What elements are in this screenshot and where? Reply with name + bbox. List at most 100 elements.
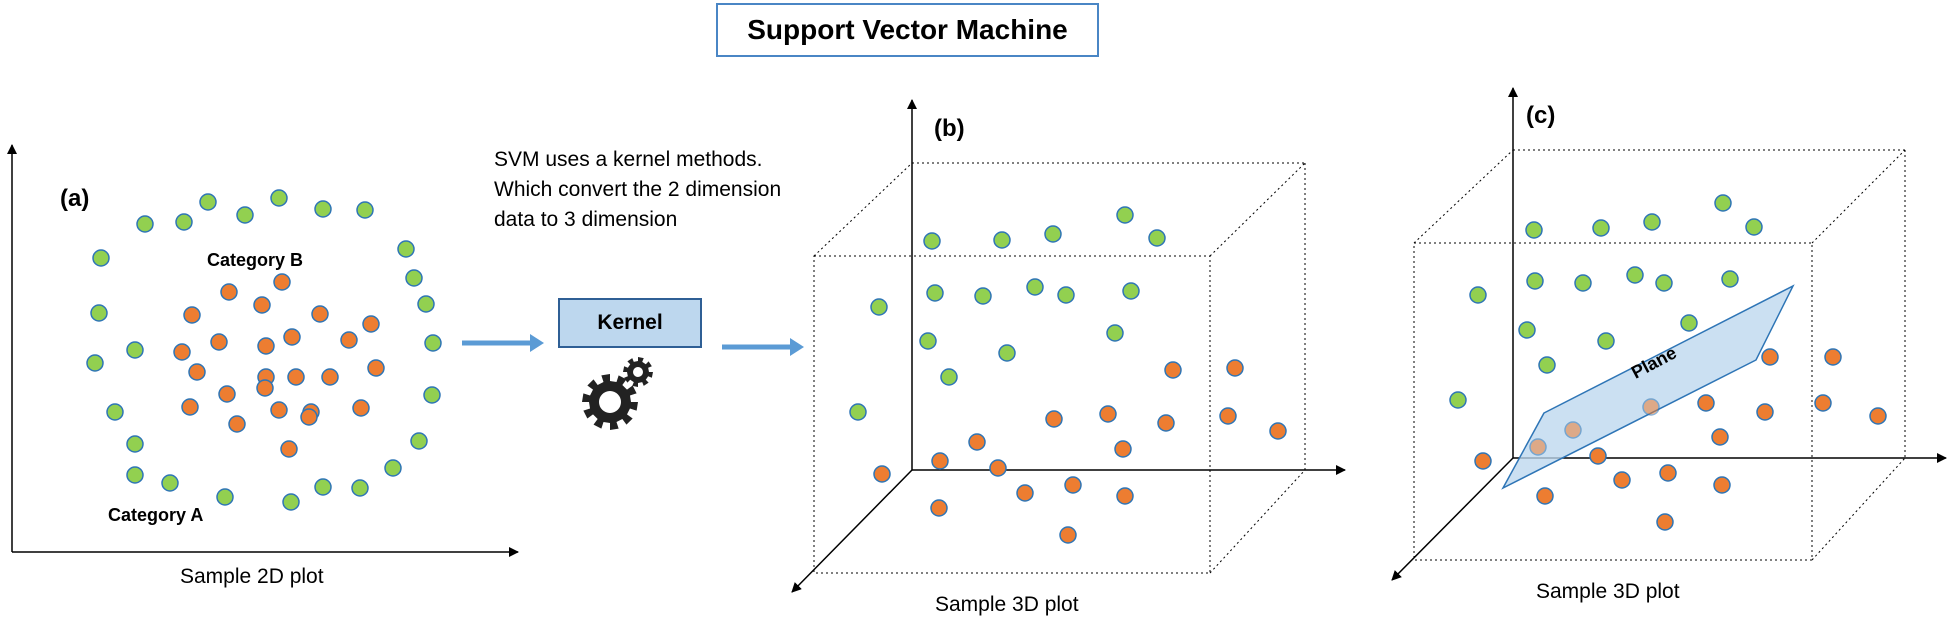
category-a-point [1721, 270, 1739, 288]
panel-c-top-left-edge [1413, 149, 1514, 244]
category-a-label: Category A [108, 505, 204, 525]
panel-b-label: (b) [934, 115, 965, 142]
category-b-point [218, 385, 236, 403]
panel-c-caption: Sample 3D plot [1536, 580, 1680, 603]
category-a-point [282, 493, 300, 511]
panel-b-top-left-edge [813, 162, 913, 257]
category-a-point [410, 432, 428, 450]
category-a-point [998, 344, 1016, 362]
category-b-point [1589, 447, 1607, 465]
category-a-point [1745, 218, 1763, 236]
category-b-point [1713, 476, 1731, 494]
category-a-point [216, 488, 234, 506]
category-a-point [1122, 282, 1140, 300]
category-a-point [417, 295, 435, 313]
category-a-point [1026, 278, 1044, 296]
panel-c-bottom-right-edge [1811, 457, 1906, 561]
category-b-point [321, 368, 339, 386]
category-a-point [106, 403, 124, 421]
gears-icon [582, 357, 653, 430]
category-b-point [1219, 407, 1237, 425]
diagram-title: Support Vector Machine [716, 3, 1099, 57]
arrow-right-icon-head [530, 334, 544, 352]
category-b-point [220, 283, 238, 301]
category-b-point [352, 399, 370, 417]
category-b-point [210, 333, 228, 351]
category-a-point [314, 478, 332, 496]
category-b-point [340, 331, 358, 349]
category-a-point [1106, 324, 1124, 342]
category-b-point [1114, 440, 1132, 458]
category-a-point [92, 249, 110, 267]
category-b-point-behind-plane [1642, 398, 1660, 416]
category-b-point [1116, 487, 1134, 505]
category-a-point [1592, 219, 1610, 237]
category-b-point [989, 459, 1007, 477]
category-b-point [1016, 484, 1034, 502]
category-b-point [1761, 348, 1779, 366]
category-b-point [930, 499, 948, 517]
arrow-right-icon-head [790, 338, 804, 356]
category-b-label: Category B [207, 250, 304, 270]
category-a-point [423, 386, 441, 404]
category-b-point [1869, 407, 1887, 425]
category-b-point [1659, 464, 1677, 482]
category-a-point [126, 466, 144, 484]
panel-a-caption: Sample 2D plot [180, 565, 324, 588]
category-a-point [870, 298, 888, 316]
category-a-point [849, 403, 867, 421]
panel-b-y-axis [791, 469, 913, 593]
category-b-point [1656, 513, 1674, 531]
category-a-point [1597, 332, 1615, 350]
panel-c-label: (c) [1526, 102, 1556, 129]
category-a-point [90, 304, 108, 322]
category-a-point [1449, 391, 1467, 409]
panel-b-top-right-edge [1209, 162, 1306, 257]
panel-c-y-axis [1391, 457, 1514, 581]
category-a-point [1469, 286, 1487, 304]
category-a-point [1714, 194, 1732, 212]
panel-b-bottom-right-edge [1209, 469, 1306, 574]
category-b-point [362, 315, 380, 333]
category-b-point [1711, 428, 1729, 446]
category-a-point [356, 201, 374, 219]
category-b-point [1157, 414, 1175, 432]
panel-a-label: (a) [60, 185, 90, 212]
category-a-point [1655, 274, 1673, 292]
category-a-point [1538, 356, 1556, 374]
gear-shape [623, 357, 653, 387]
category-a-point [384, 459, 402, 477]
category-b-point [300, 408, 318, 426]
category-b-point [968, 433, 986, 451]
category-a-point [1626, 266, 1644, 284]
category-a-point [940, 368, 958, 386]
category-b-point [931, 452, 949, 470]
category-b-point [1269, 422, 1287, 440]
category-b-point [1045, 410, 1063, 428]
category-a-point [86, 354, 104, 372]
category-a-point [126, 341, 144, 359]
category-b-point [270, 401, 288, 419]
category-b-point [311, 305, 329, 323]
category-a-point [351, 479, 369, 497]
category-b-point [253, 296, 271, 314]
category-a-point [1116, 206, 1134, 224]
category-b-point [1697, 394, 1715, 412]
kernel-description: SVM uses a kernel methods. Which convert… [494, 148, 782, 231]
category-a-point [397, 240, 415, 258]
category-b-point [188, 363, 206, 381]
category-b-point [287, 368, 305, 386]
category-a-point [1526, 272, 1544, 290]
category-a-point [136, 215, 154, 233]
category-b-point [228, 415, 246, 433]
panel-c-top-right-edge [1811, 149, 1906, 244]
panel-b-caption: Sample 3D plot [935, 593, 1079, 616]
category-b-point [280, 440, 298, 458]
category-a-point [1044, 225, 1062, 243]
category-b-point [367, 359, 385, 377]
category-b-point-behind-plane [1529, 438, 1547, 456]
category-a-point [314, 200, 332, 218]
category-b-point [1226, 359, 1244, 377]
category-b-point [273, 273, 291, 291]
